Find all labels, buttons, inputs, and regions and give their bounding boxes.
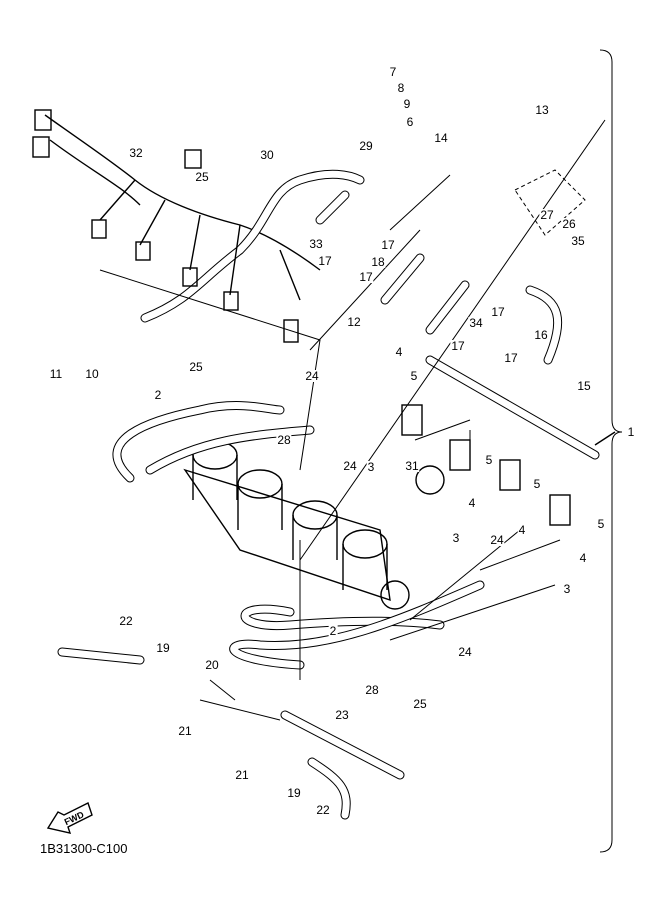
part-callout-32: 32 (128, 146, 144, 160)
part-callout-2: 2 (328, 624, 338, 638)
part-callout-13: 13 (534, 103, 550, 117)
part-callout-20: 20 (204, 658, 220, 672)
part-callout-7: 7 (388, 65, 398, 79)
part-callout-22: 22 (118, 614, 134, 628)
part-callout-17: 17 (380, 238, 396, 252)
fwd-arrow-logo: FWD (46, 802, 93, 834)
throttle-bodies (183, 440, 410, 610)
part-callout-5: 5 (484, 453, 494, 467)
part-callout-17: 17 (317, 254, 333, 268)
part-callout-18: 18 (370, 255, 386, 269)
part-callout-21: 21 (177, 724, 193, 738)
part-callout-29: 29 (358, 139, 374, 153)
part-callout-26: 26 (561, 217, 577, 231)
part-callout-6: 6 (405, 115, 415, 129)
part-callout-4: 4 (467, 496, 477, 510)
part-callout-33: 33 (308, 237, 324, 251)
part-callout-25: 25 (188, 360, 204, 374)
part-callout-4: 4 (394, 345, 404, 359)
part-callout-16: 16 (533, 328, 549, 342)
part-callout-5: 5 (596, 517, 606, 531)
part-callout-35: 35 (570, 234, 586, 248)
part-callout-3: 3 (366, 460, 376, 474)
part-callout-27: 27 (539, 208, 555, 222)
part-callout-17: 17 (490, 305, 506, 319)
part-callout-19: 19 (286, 786, 302, 800)
part-callout-2: 2 (153, 388, 163, 402)
part-callout-34: 34 (468, 316, 484, 330)
wire-harness (32, 109, 365, 343)
part-callout-3: 3 (562, 582, 572, 596)
part-callout-10: 10 (84, 367, 100, 381)
part-callout-24: 24 (342, 459, 358, 473)
part-callout-31: 31 (404, 459, 420, 473)
part-callout-15: 15 (576, 379, 592, 393)
part-callout-24: 24 (457, 645, 473, 659)
dashed-detail-box (514, 169, 586, 236)
part-callout-1: 1 (626, 425, 636, 439)
part-callout-23: 23 (334, 708, 350, 722)
part-callout-24: 24 (304, 369, 320, 383)
part-callout-12: 12 (346, 315, 362, 329)
vacuum-hoses (57, 190, 563, 820)
part-callout-14: 14 (433, 131, 449, 145)
part-callout-4: 4 (578, 551, 588, 565)
part-callout-28: 28 (276, 433, 292, 447)
part-callout-5: 5 (532, 477, 542, 491)
part-callout-17: 17 (358, 270, 374, 284)
part-callout-25: 25 (412, 697, 428, 711)
fuel-rail (401, 355, 616, 526)
part-callout-25: 25 (194, 170, 210, 184)
part-callout-5: 5 (409, 369, 419, 383)
part-callout-30: 30 (259, 148, 275, 162)
part-callout-24: 24 (489, 533, 505, 547)
assembly-bracket (599, 49, 623, 853)
part-callout-17: 17 (503, 351, 519, 365)
part-callout-21: 21 (234, 768, 250, 782)
part-diagram-code: 1B31300-C100 (40, 841, 128, 856)
part-callout-9: 9 (402, 97, 412, 111)
part-callout-8: 8 (396, 81, 406, 95)
part-callout-17: 17 (450, 339, 466, 353)
part-callout-3: 3 (451, 531, 461, 545)
part-callout-22: 22 (315, 803, 331, 817)
part-callout-4: 4 (517, 523, 527, 537)
part-callout-11: 11 (48, 367, 64, 381)
part-callout-19: 19 (155, 641, 171, 655)
part-callout-28: 28 (364, 683, 380, 697)
